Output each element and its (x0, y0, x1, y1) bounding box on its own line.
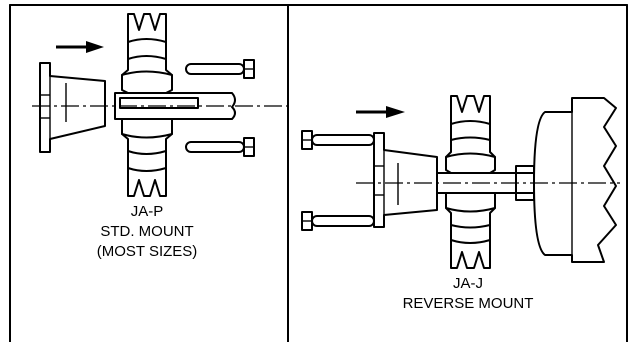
right-motor-housing (533, 97, 617, 263)
ja-p-drawing: JA-P STD. MOUNT (MOST SIZES) (32, 13, 288, 260)
diagram-frame (9, 4, 628, 342)
right-label-model: JA-J (453, 275, 483, 292)
right-lower-capscrew (301, 211, 375, 231)
ja-j-drawing: JA-J REVERSE MOUNT (301, 95, 620, 312)
left-direction-arrow (56, 41, 104, 53)
right-label-mount: REVERSE MOUNT (403, 295, 534, 312)
left-lower-capscrew (185, 137, 255, 157)
left-label-model: JA-P (131, 203, 164, 220)
left-sheave (121, 13, 173, 197)
right-sheave (445, 95, 496, 269)
right-upper-capscrew (301, 130, 375, 150)
left-shaft (114, 92, 236, 120)
left-upper-capscrew (185, 59, 255, 79)
left-label-mount: STD. MOUNT (100, 223, 193, 240)
right-direction-arrow (356, 106, 405, 118)
left-bushing (39, 62, 106, 153)
left-label-note: (MOST SIZES) (97, 243, 198, 260)
right-bushing (373, 132, 438, 228)
